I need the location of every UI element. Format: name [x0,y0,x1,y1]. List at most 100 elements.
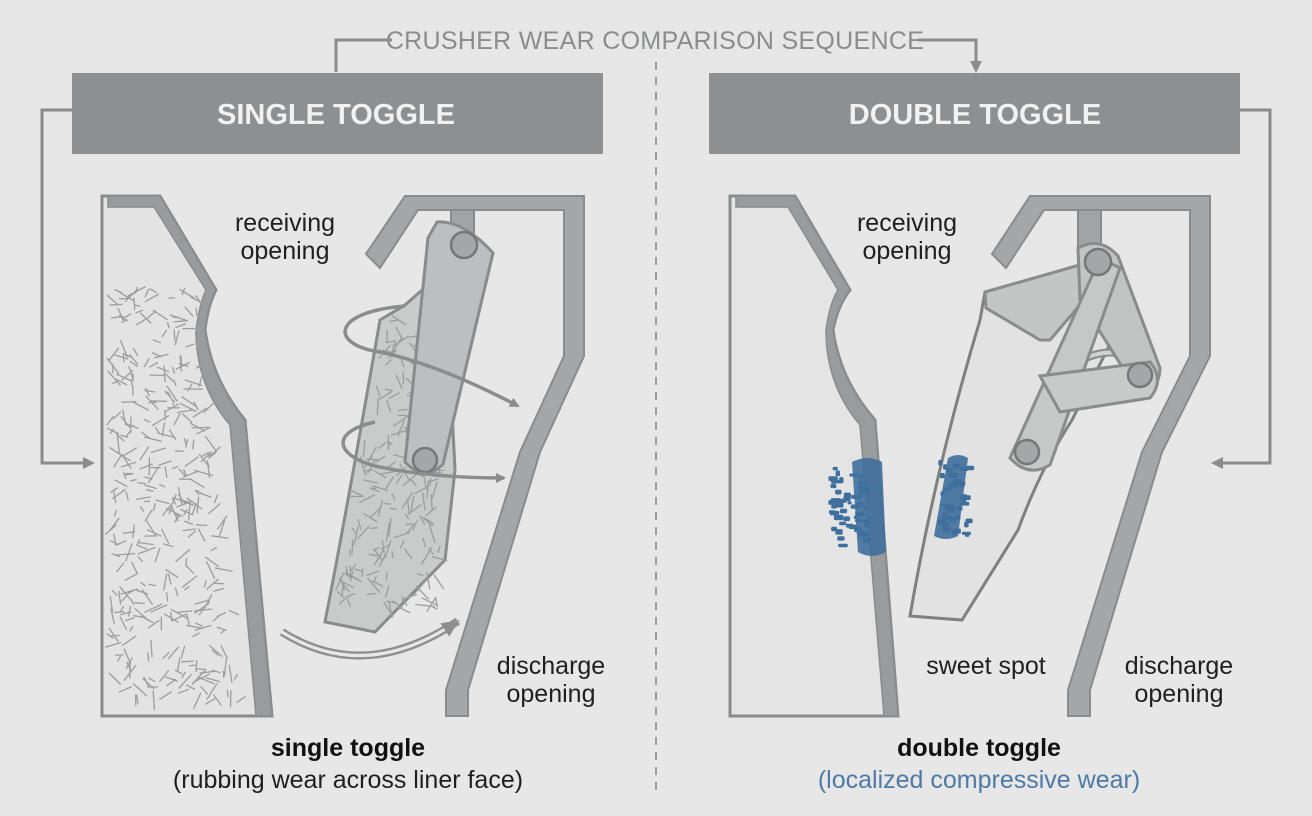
wear-dot [946,508,955,513]
wear-scratch [111,634,120,637]
wear-scratch [141,431,151,439]
wear-scratch [397,606,411,614]
wear-scratch [108,446,123,457]
wear-scratch [159,691,172,701]
wear-scratch [410,495,415,513]
wear-dot [966,465,975,471]
wear-dot [858,531,869,537]
wear-scratch [112,411,122,420]
wear-scratch [369,487,380,493]
wear-scratch [183,585,190,591]
single-frame [364,195,585,717]
wear-scratch [114,288,123,294]
sequence-connector [334,38,982,73]
wear-scratch [167,646,180,660]
wear-scratch [106,633,115,639]
wear-scratch [108,627,119,643]
wear-scratch [351,539,354,555]
wear-scratch [389,507,397,511]
sweet-spot-label: sweet spot [926,652,1046,680]
wear-scratch [228,664,233,683]
wear-dot [843,516,851,522]
wear-scratch [184,306,194,317]
wear-scratch [118,686,132,693]
wear-scratch [144,603,163,613]
wear-scratch [404,513,410,520]
swing-jaw-wear-hatching [335,315,448,618]
wear-scratch [402,371,405,385]
wear-scratch [195,622,204,627]
wear-scratch [171,465,179,470]
wear-scratch [181,671,186,679]
wear-scratch [110,315,124,319]
wear-scratch [400,358,405,368]
wear-scratch [131,561,138,575]
wear-dot [962,494,967,499]
wear-scratch [199,670,216,674]
wear-scratch [181,575,198,589]
wear-scratch [154,426,160,434]
wear-scratch [181,413,193,424]
wear-scratch [213,494,219,504]
wear-scratch [426,596,437,613]
wear-scratch [108,672,122,685]
wear-scratch [388,392,400,400]
wear-scratch [168,429,177,441]
wear-scratch [391,551,394,559]
wear-dot [828,476,838,481]
wear-scratch [179,355,183,372]
wear-dot [833,514,844,521]
wear-scratch [195,294,203,306]
wear-scratch [181,396,198,408]
wear-dot [942,526,951,532]
wear-dot [944,504,954,510]
wear-dot [838,502,844,508]
wear-scratch [187,383,193,392]
wear-scratch [150,639,153,658]
wear-scratch [406,499,411,515]
wear-scratch [165,507,183,518]
wear-scratch [384,585,390,598]
wear-scratch [200,451,213,463]
single-discharge-label-line2: opening [507,680,596,708]
left-feedback-arrow [40,108,95,469]
wear-scratch [125,430,131,438]
wear-dot [956,505,963,511]
wear-scratch [384,540,392,559]
wear-scratch [106,415,115,426]
wear-scratch [122,353,132,358]
wear-scratch [121,400,137,403]
wear-dot [960,501,970,506]
wear-scratch [154,353,169,359]
wear-scratch [384,340,395,344]
wear-scratch [384,358,392,366]
wear-scratch [345,570,351,579]
wear-dot [946,468,953,473]
double-eccentric-pin [1083,247,1113,277]
wear-scratch [165,568,179,579]
wear-scratch [149,288,158,294]
wear-dot [938,460,943,466]
wear-scratch [121,635,137,647]
wear-scratch [381,539,386,554]
wear-scratch [366,570,380,577]
double-toggle-link [1008,255,1122,472]
wear-scratch [177,610,193,613]
wear-scratch [194,599,210,605]
wear-scratch [114,540,127,546]
wear-scratch [129,360,139,368]
double-toggle-caption-title: double toggle [897,734,1061,762]
wear-scratch [223,658,228,676]
wear-scratch [431,605,438,610]
wear-dot [859,474,864,480]
wear-scratch [207,502,221,515]
wear-scratch [145,520,158,538]
wear-scratch [113,509,118,517]
wear-scratch [135,309,144,314]
wear-scratch [204,556,220,568]
single-eccentric-pin [449,230,479,260]
wear-scratch [108,347,120,361]
wear-scratch [161,329,168,338]
wear-scratch [421,597,437,606]
wear-scratch [191,503,197,515]
